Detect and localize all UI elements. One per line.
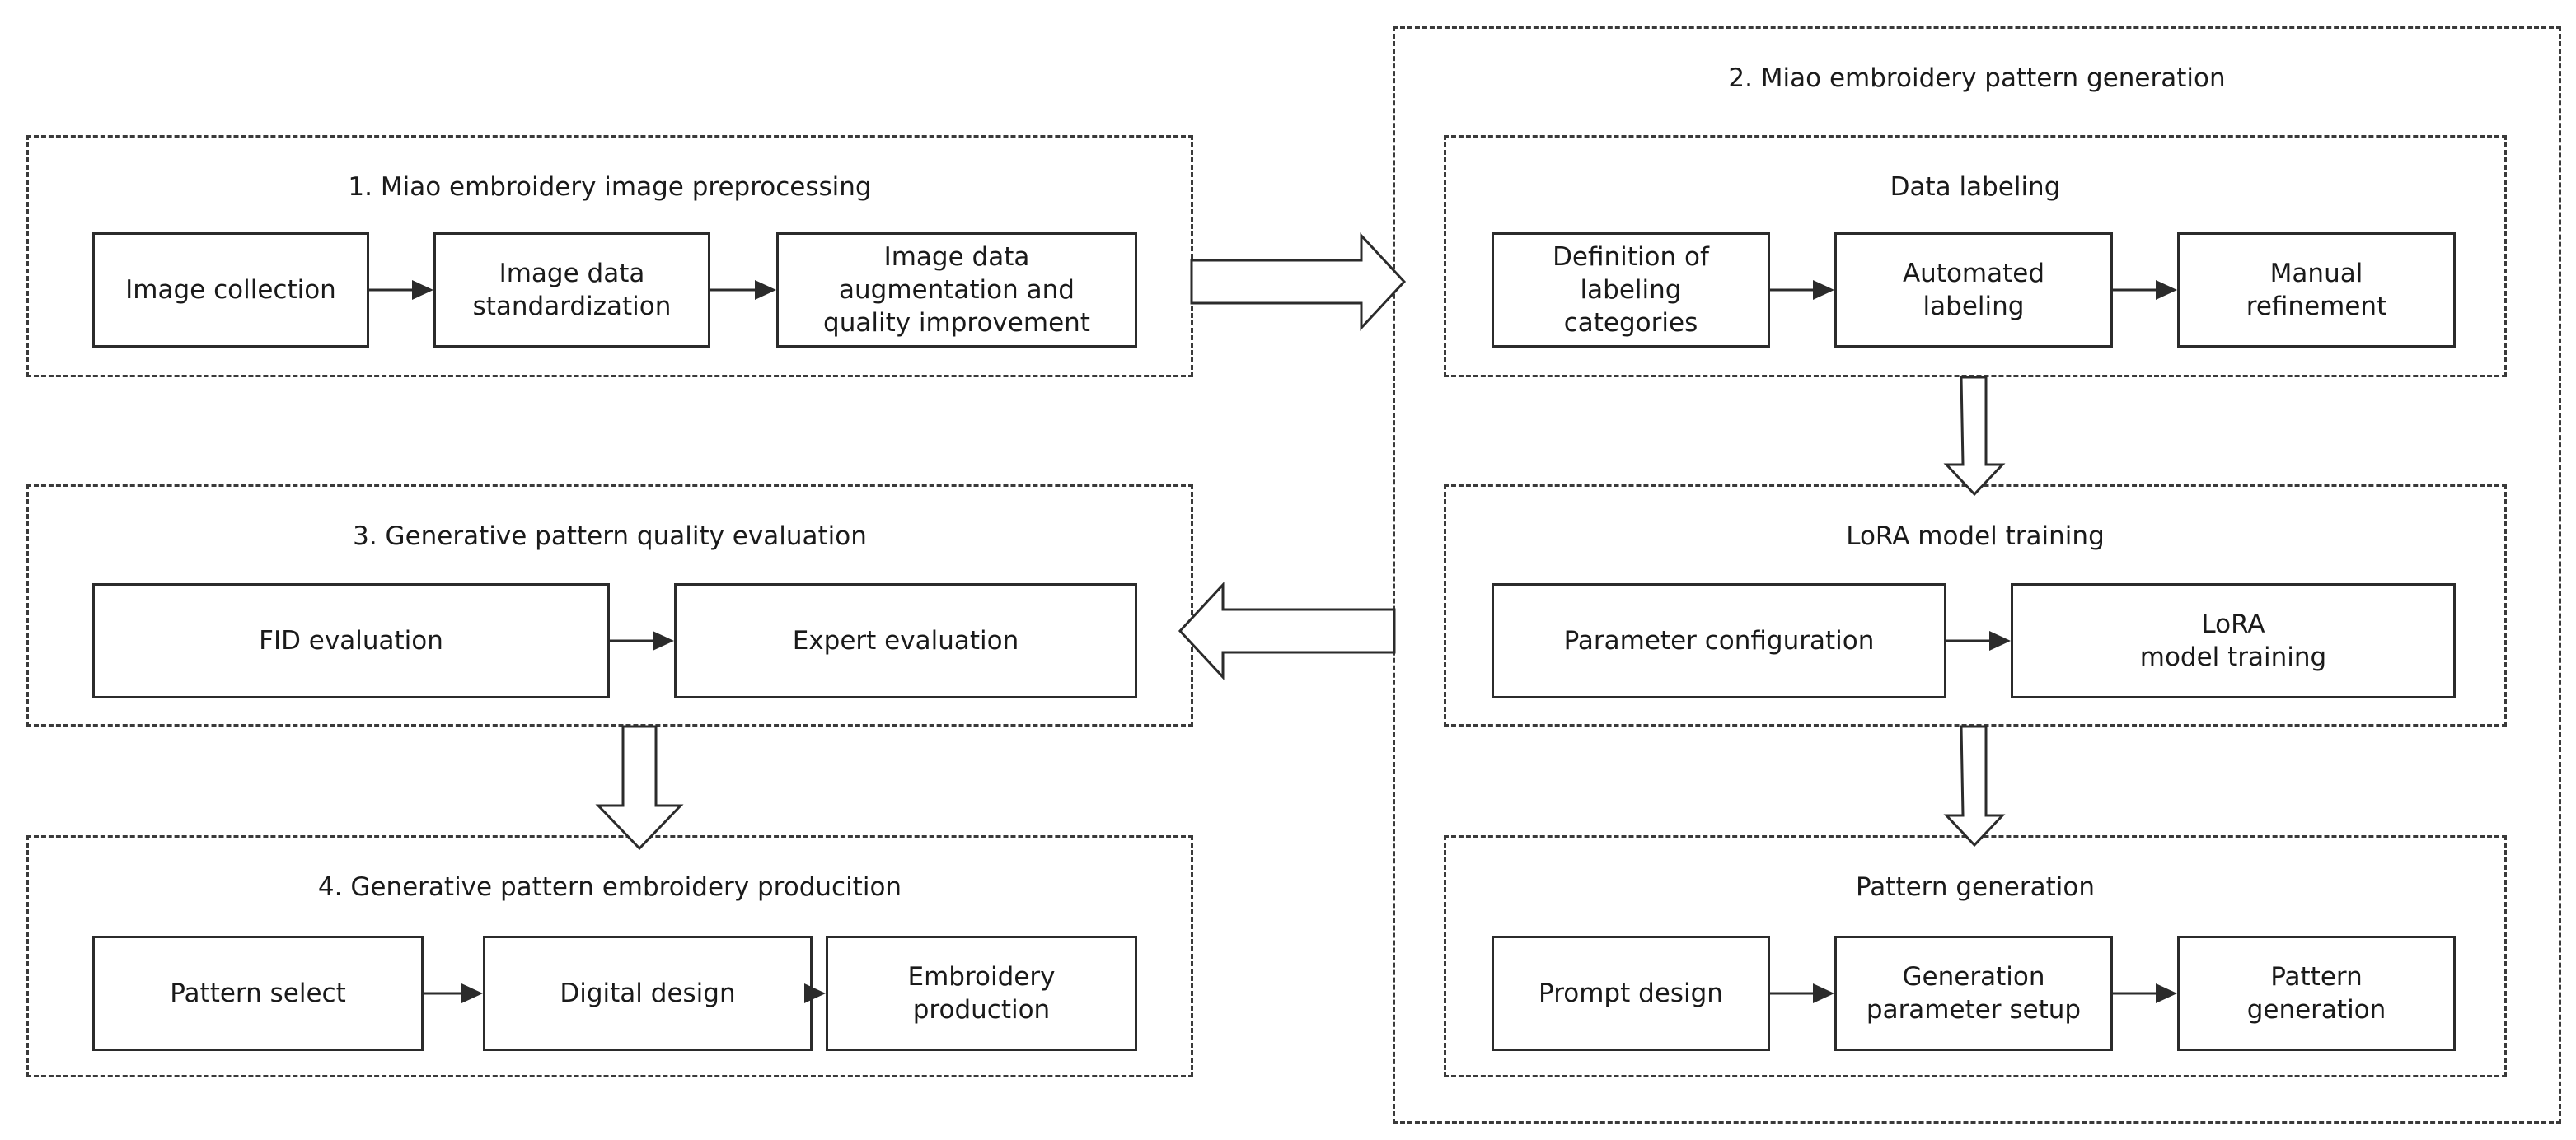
subgroup-title: Data labeling — [1890, 172, 2061, 202]
step-manual-refinement: Manual refinement — [2177, 232, 2456, 348]
step-prompt-design: Prompt design — [1492, 936, 1770, 1051]
arrowhead-lora — [1989, 631, 2011, 651]
arrowhead-dl-2 — [2156, 280, 2177, 300]
arrowhead-g1-1 — [412, 280, 433, 300]
big-arrow-generation-to-evaluation — [1178, 582, 1396, 680]
step-automated-labeling: Automated labeling — [1834, 232, 2113, 348]
arrowhead-eval — [653, 631, 674, 651]
arrowhead-pg-1 — [1813, 983, 1834, 1003]
group-title: 2. Miao embroidery pattern generation — [1728, 63, 2226, 93]
step-pattern-generation: Pattern generation — [2177, 936, 2456, 1051]
group-evaluation: 3. Generative pattern quality evaluation — [26, 484, 1193, 727]
step-expert-evaluation: Expert evaluation — [674, 583, 1137, 698]
step-digital-design: Digital design — [483, 936, 813, 1051]
step-image-augmentation: Image data augmentation and quality impr… — [776, 232, 1137, 348]
step-image-collection: Image collection — [92, 232, 369, 348]
arrowhead-pg-2 — [2156, 983, 2177, 1003]
arrowhead-prod-1 — [461, 983, 483, 1003]
arrowhead-g1-2 — [755, 280, 776, 300]
arrowhead-dl-1 — [1813, 280, 1834, 300]
step-image-standardization: Image data standardization — [433, 232, 710, 348]
step-label-definition: Definition of labeling categories — [1492, 232, 1770, 348]
subgroup-title: LoRA model training — [1846, 521, 2105, 551]
group-title: 4. Generative pattern embroidery produci… — [317, 872, 902, 902]
step-pattern-select: Pattern select — [92, 936, 424, 1051]
big-arrow-training-to-generation — [1943, 725, 2006, 848]
step-parameter-configuration: Parameter configuration — [1492, 583, 1946, 698]
step-lora-model-training: LoRA model training — [2011, 583, 2456, 698]
step-fid-evaluation: FID evaluation — [92, 583, 610, 698]
big-arrow-labeling-to-training — [1943, 376, 2006, 497]
subgroup-title: Pattern generation — [1856, 872, 2095, 902]
group-preprocessing: 1. Miao embroidery image preprocessing — [26, 135, 1193, 377]
group-production: 4. Generative pattern embroidery produci… — [26, 835, 1193, 1077]
big-arrow-preprocessing-to-generation — [1190, 232, 1407, 331]
step-generation-parameter-setup: Generation parameter setup — [1834, 936, 2113, 1051]
group-title: 3. Generative pattern quality evaluation — [353, 521, 867, 551]
group-generation: 2. Miao embroidery pattern generation — [1393, 26, 2561, 1124]
arrowhead-prod-2 — [804, 983, 826, 1003]
big-arrow-evaluation-to-production — [595, 725, 684, 851]
group-title: 1. Miao embroidery image preprocessing — [348, 172, 872, 202]
step-embroidery-production: Embroidery production — [826, 936, 1137, 1051]
